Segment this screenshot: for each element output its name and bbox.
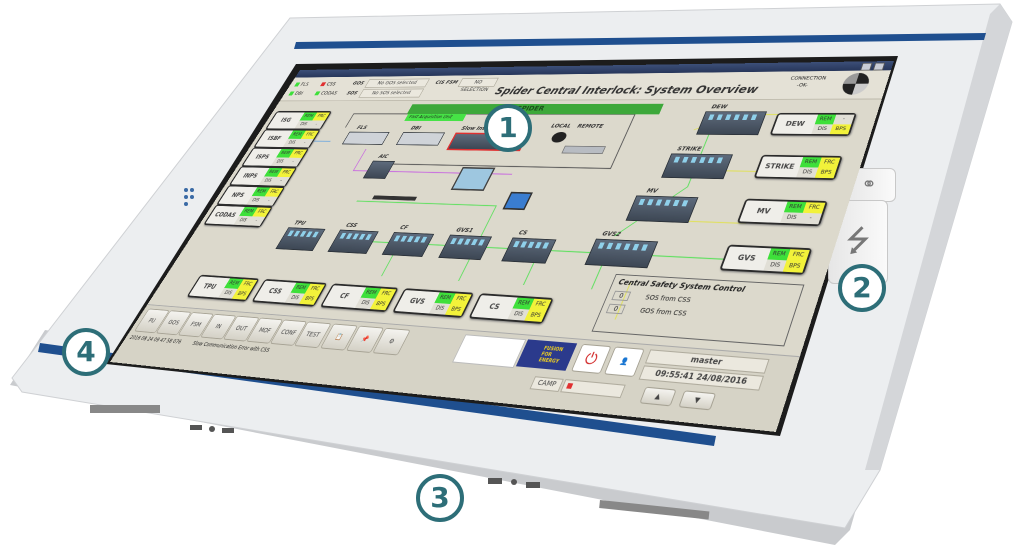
scroll-down-button[interactable]: ▼ <box>678 390 717 411</box>
fsm-label: CIS FSM <box>434 79 460 86</box>
strike-rack-label: STRIKE <box>676 145 703 153</box>
legend-item-css: CSS <box>318 79 350 88</box>
vent-left <box>90 405 160 413</box>
gvs2-rack <box>584 238 659 269</box>
sos-label: SOS <box>345 90 359 96</box>
strike-rack <box>661 153 734 180</box>
legend-label: FLS <box>299 81 311 88</box>
sos-field[interactable]: No SOS selected <box>358 88 425 98</box>
callout-3: 3 <box>416 474 464 522</box>
fsm-field[interactable]: NO SELECTION <box>457 77 499 92</box>
vent-right <box>599 500 710 520</box>
network-switch <box>561 145 607 155</box>
dew-rack-label: DEW <box>710 103 729 110</box>
status-cell-frc: FRC <box>786 249 810 262</box>
legend-label: CSS <box>325 81 338 87</box>
status-cell-none: - <box>832 114 855 125</box>
user-login-button[interactable]: 👤 <box>603 346 645 378</box>
dew-rack <box>696 111 768 136</box>
fls-rack <box>341 131 390 145</box>
legend-label: CODAS <box>319 90 339 96</box>
gos-label: GOS <box>351 80 366 86</box>
legend-item-codas: CODAS <box>313 89 345 98</box>
mv-rack <box>625 195 699 224</box>
status-legend: FLS CSS DBI CODAS <box>287 79 355 98</box>
gvs2-rack-label: GVS2 <box>601 230 623 238</box>
usb-icon: ⭍ <box>845 224 871 259</box>
gos-field[interactable]: No GOS selected <box>364 78 430 88</box>
page-title: Spider Central Interlock: System Overvie… <box>492 83 760 98</box>
status-cell-bps: BPS <box>524 309 547 322</box>
device-side <box>865 4 1012 470</box>
status-cell-frc: FRC <box>802 202 826 214</box>
gos-count: 0 <box>605 303 626 315</box>
gvs1-rack-label: GVS1 <box>454 226 475 234</box>
status-cell-none: - <box>799 212 822 225</box>
status-cell-bps: BPS <box>782 260 807 273</box>
alarm-field: ■ <box>560 379 626 399</box>
close-button[interactable] <box>872 62 886 71</box>
callout-2: 2 <box>838 264 886 312</box>
top-blue-stripe <box>294 33 986 49</box>
local-label: LOCAL <box>550 122 573 130</box>
spider-banner: SPIDER <box>406 103 664 115</box>
sos-from-css-label: SOS from CSS <box>643 293 692 305</box>
status-cell-bps: BPS <box>829 124 852 135</box>
remote-label: REMOTE <box>576 123 605 130</box>
dbi-rack <box>395 132 446 146</box>
camp-field: CAMP <box>529 376 564 393</box>
fast-acquisition-unit: Fast Acquisition Unit <box>404 113 467 122</box>
consorzio-rfx-logo <box>452 334 527 369</box>
minimize-button[interactable] <box>860 62 873 71</box>
callout-1: 1 <box>484 104 532 152</box>
status-cell-bps: BPS <box>444 303 467 316</box>
connection-label: CONNECTION <box>789 75 827 82</box>
function-icon: ⚭ <box>861 174 877 195</box>
connection-value: -OK- <box>795 82 809 89</box>
ports-bottom <box>190 425 540 488</box>
callout-4: 4 <box>62 328 110 376</box>
connection-pie-icon <box>839 72 872 95</box>
legend-label: DBI <box>293 90 305 97</box>
indicator-dots <box>184 188 194 206</box>
f4e-logo: FUSION FOR ENERGY <box>515 339 578 371</box>
sos-count: 0 <box>611 290 632 302</box>
status-cell-bps: BPS <box>814 167 837 179</box>
gos-from-css-label: GOS from CSS <box>638 306 688 318</box>
scroll-up-button[interactable]: ▲ <box>639 386 677 407</box>
log-time: 2016 08 24 09 47 58 076 <box>128 334 183 346</box>
status-cell-frc: FRC <box>818 157 841 168</box>
